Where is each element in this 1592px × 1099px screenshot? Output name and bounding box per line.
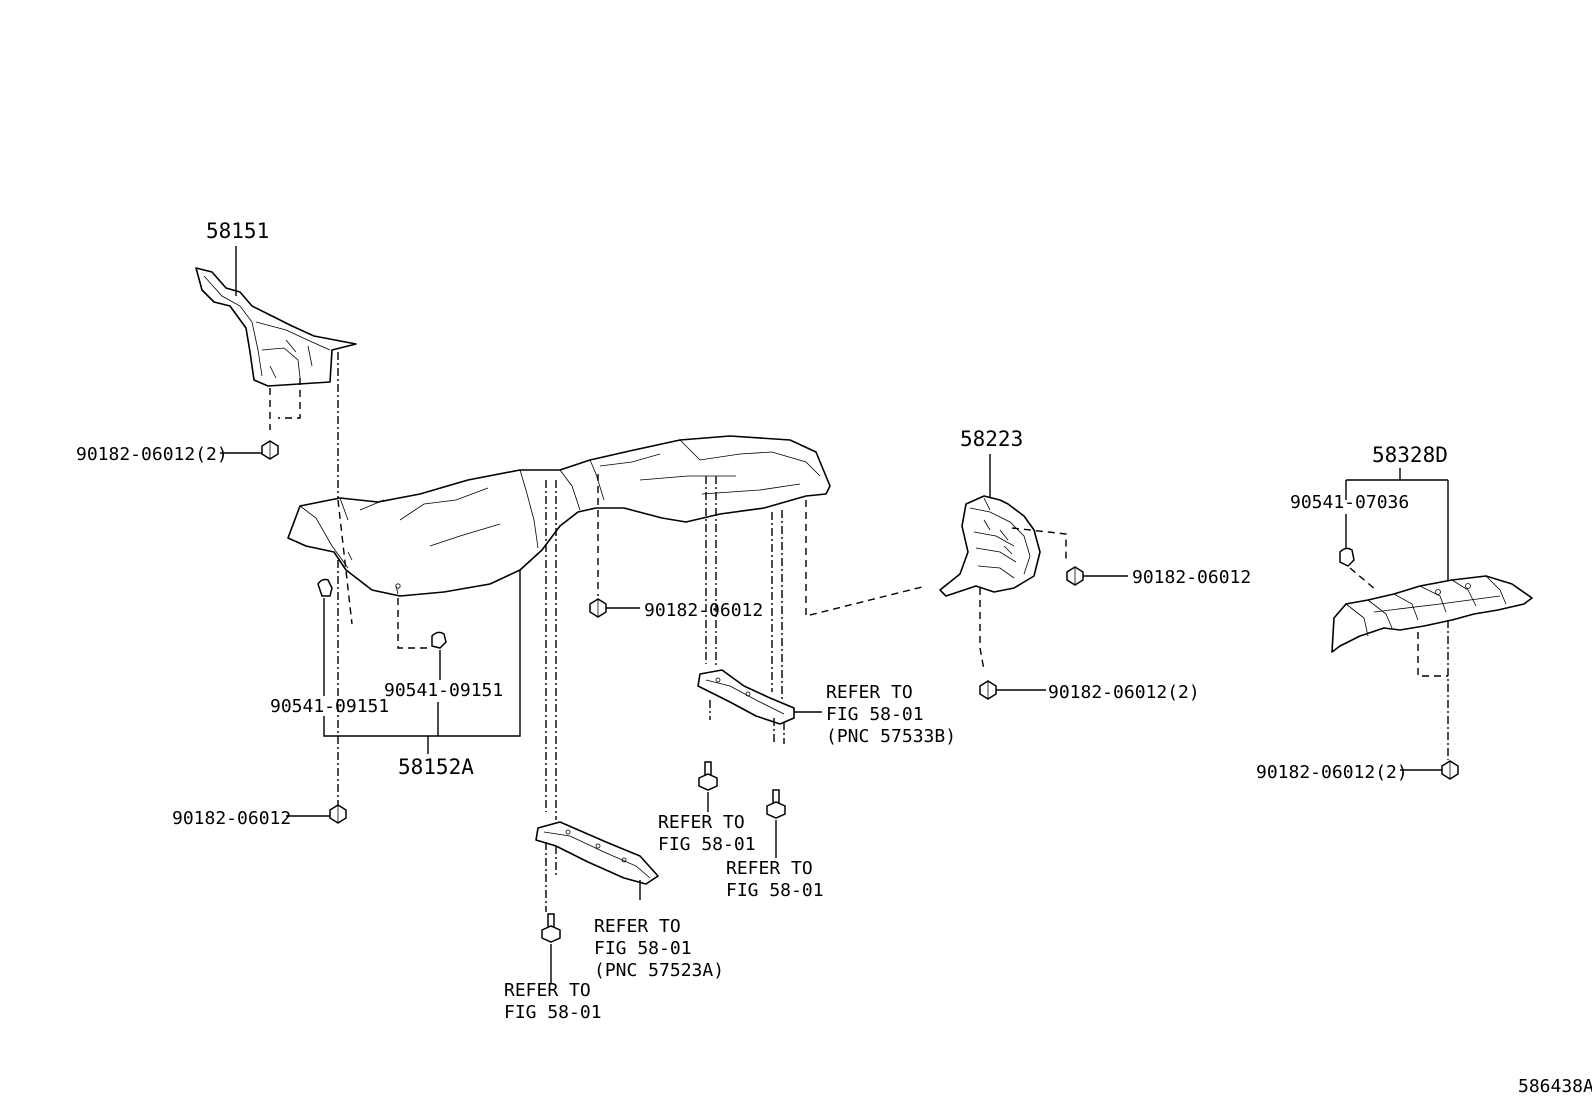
label-clip-mid: 90541-09151 [384, 680, 503, 701]
diagram-id: 586438A [1518, 1076, 1592, 1097]
heat-insulator-58151[interactable] [195, 267, 357, 387]
label-refer-brace-lower-3: (PNC 57523A) [594, 960, 724, 981]
clip-icon [431, 631, 447, 649]
label-refer-bolt-c-1: REFER TO [726, 858, 813, 879]
label-refer-bolt-a-2: FIG 58-01 [504, 1002, 602, 1023]
label-refer-bolt-c-2: FIG 58-01 [726, 880, 824, 901]
label-nut-58223-right: 90182-06012 [1132, 567, 1251, 588]
label-refer-bolt-b-1: REFER TO [658, 812, 745, 833]
nut-icon [1441, 760, 1459, 780]
bolt-icon [766, 789, 786, 819]
label-refer-brace-upper-1: REFER TO [826, 682, 913, 703]
nut-icon [1066, 566, 1084, 586]
label-clip-left: 90541-09151 [270, 696, 389, 717]
label-refer-brace-lower-2: FIG 58-01 [594, 938, 692, 959]
clip-icon [317, 578, 333, 597]
label-nut-center: 90182-06012 [644, 600, 763, 621]
label-nut-left-top: 90182-06012(2) [76, 444, 228, 465]
clip-icon [1339, 547, 1355, 567]
nut-icon [329, 804, 347, 824]
bolt-icon [541, 913, 561, 943]
heat-insulator-58328d[interactable] [1331, 575, 1533, 653]
bolt-icon [698, 761, 718, 791]
label-58328d: 58328D [1372, 443, 1448, 467]
label-58152a: 58152A [398, 755, 474, 779]
heat-insulator-58152a[interactable] [287, 435, 831, 597]
nut-icon [589, 598, 607, 618]
nut-icon [979, 680, 997, 700]
label-refer-brace-lower-1: REFER TO [594, 916, 681, 937]
heat-insulator-58223[interactable] [939, 495, 1041, 597]
label-refer-brace-upper-3: (PNC 57533B) [826, 726, 956, 747]
label-58151: 58151 [206, 219, 269, 243]
nut-icon [261, 440, 279, 460]
label-refer-brace-upper-2: FIG 58-01 [826, 704, 924, 725]
label-nut-left-bottom: 90182-06012 [172, 808, 291, 829]
label-refer-bolt-b-2: FIG 58-01 [658, 834, 756, 855]
brace-57523a[interactable] [535, 821, 659, 885]
label-refer-bolt-a-1: REFER TO [504, 980, 591, 1001]
brace-57533b[interactable] [697, 669, 795, 725]
label-58223: 58223 [960, 427, 1023, 451]
label-clip-right: 90541-07036 [1290, 492, 1409, 513]
label-nut-58328d-bottom: 90182-06012(2) [1256, 762, 1408, 783]
label-nut-58223-bottom: 90182-06012(2) [1048, 682, 1200, 703]
